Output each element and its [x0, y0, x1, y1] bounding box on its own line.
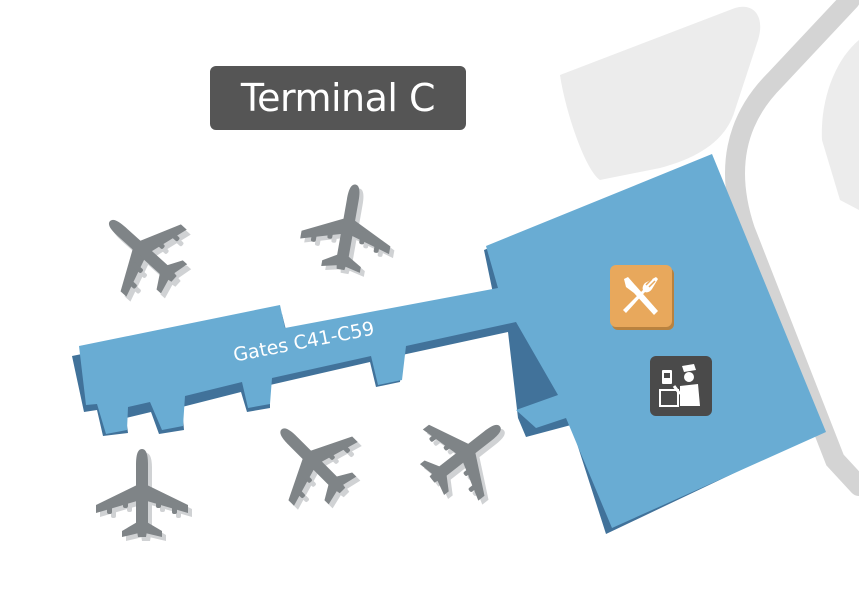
aircraft-3: [96, 449, 192, 541]
dining-icon[interactable]: [610, 265, 672, 327]
aircraft-1: [79, 187, 209, 318]
terminal-building: [79, 154, 826, 528]
aircraft-2: [296, 176, 404, 282]
apron-area: [560, 6, 761, 180]
terminal-title: Terminal C: [210, 66, 466, 130]
aircraft-5: [404, 390, 532, 520]
security-checkpoint-icon[interactable]: [650, 356, 712, 416]
access-road: [725, 0, 859, 496]
apron-area-right: [821, 40, 859, 210]
aircraft-4: [249, 397, 379, 527]
